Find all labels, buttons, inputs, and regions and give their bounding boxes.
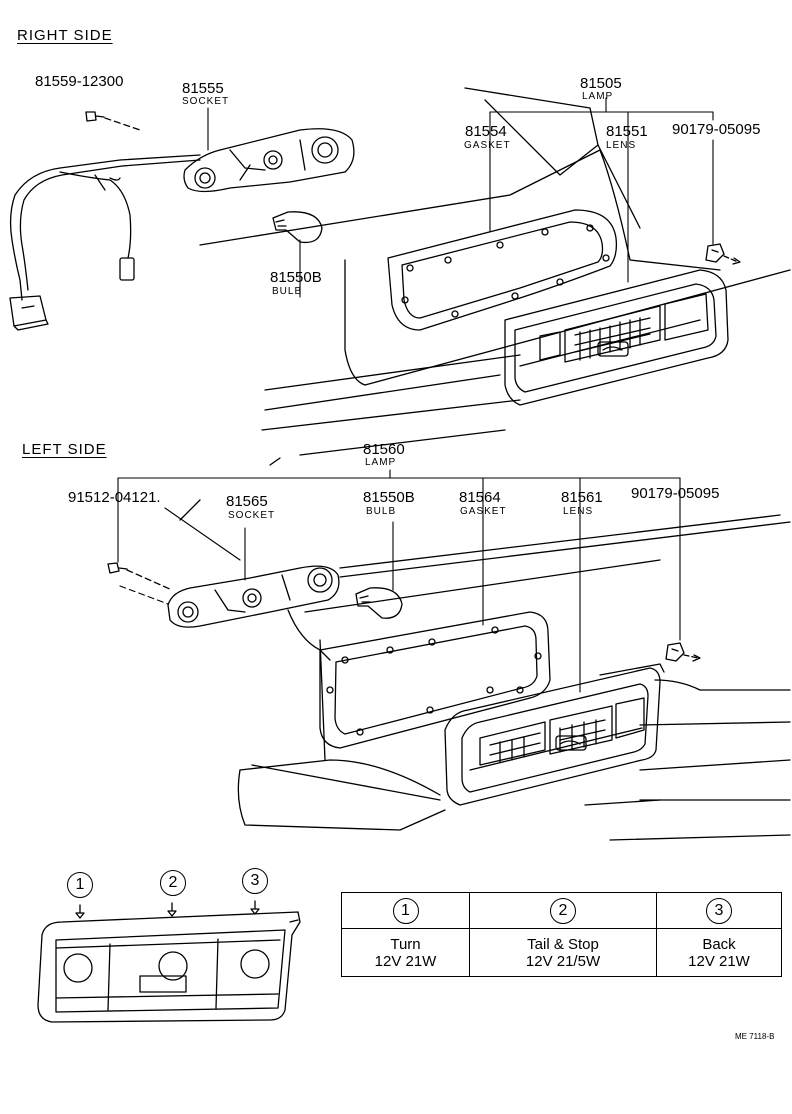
- bulb-socket-3: [240, 949, 270, 979]
- table-header-cell-3: 3: [656, 892, 782, 929]
- right-gasket-part-name: GASKET: [464, 140, 511, 151]
- right-gasket-part-number: 81554: [465, 123, 507, 140]
- bulb-socket-1: [63, 953, 93, 983]
- left-gasket-part-number: 81564: [459, 489, 501, 506]
- bulb-function: Turn: [390, 935, 421, 953]
- bulb-spec: 12V 21/5W: [525, 952, 601, 970]
- bulb-function: Back: [702, 935, 736, 953]
- right-screw-drawing: [85, 111, 141, 131]
- table-header-cell-1: 1: [341, 892, 470, 929]
- left-lens-part-number: 81561: [561, 489, 603, 506]
- left-side-heading: LEFT SIDE: [22, 441, 107, 458]
- table-cell-tail-stop: Tail & Stop 12V 21/5W: [469, 928, 657, 977]
- right-lens-part-number: 81551: [606, 123, 648, 140]
- right-bulb-part-number: 81550B: [270, 269, 322, 286]
- left-lens-part-name: LENS: [563, 506, 594, 517]
- left-lens-drawing: [444, 663, 665, 806]
- bulb-position-marker-2: 2: [160, 870, 186, 896]
- bulb-spec: 12V 21W: [374, 952, 437, 970]
- bulb-position-number: 3: [242, 868, 268, 894]
- right-socket-part-name: SOCKET: [182, 96, 230, 107]
- right-lens-part-name: LENS: [606, 140, 637, 151]
- left-bulb-part-name: BULB: [366, 506, 397, 517]
- left-gasket-part-name: GASKET: [460, 506, 507, 517]
- right-screw-part-number: 81559-12300: [35, 73, 124, 90]
- right-socket-part-number: 81555: [182, 80, 224, 97]
- table-row: Turn 12V 21W Tail & Stop 12V 21/5W Back …: [341, 928, 782, 977]
- table-cell-back: Back 12V 21W: [656, 928, 782, 977]
- table-header-cell-2: 2: [469, 892, 657, 929]
- right-bulb-part-name: BULB: [272, 286, 303, 297]
- left-body-outline: [179, 499, 791, 841]
- bulb-function: Tail & Stop: [527, 935, 599, 953]
- left-screw-drawing: [107, 562, 173, 591]
- left-gasket-drawing: [319, 611, 551, 749]
- right-side-heading: RIGHT SIDE: [17, 27, 113, 44]
- left-socket-part-name: SOCKET: [228, 510, 276, 521]
- left-nut-drawing: [665, 642, 701, 662]
- right-nut-part-number: 90179-05095: [672, 121, 761, 138]
- left-screw-part-number: 91512-04121.: [68, 489, 161, 506]
- left-lamp-part-name: LAMP: [365, 457, 397, 468]
- left-socket-drawing: [167, 565, 340, 628]
- bulb-position-marker-1: 1: [67, 872, 93, 898]
- table-cell-turn: Turn 12V 21W: [341, 928, 470, 977]
- right-lamp-part-name: LAMP: [582, 91, 614, 102]
- right-gasket-drawing: [387, 209, 618, 331]
- left-bulb-drawing: [355, 587, 403, 619]
- left-lamp-part-number: 81560: [363, 441, 405, 458]
- right-lens-drawing: [504, 269, 729, 406]
- right-nut-drawing: [705, 243, 741, 265]
- bulb-spec: 12V 21W: [688, 952, 750, 970]
- left-socket-part-number: 81565: [226, 493, 268, 510]
- left-bulb-part-number: 81550B: [363, 489, 415, 506]
- right-lamp-part-number: 81505: [580, 75, 622, 92]
- bulb-position-number: 1: [67, 872, 93, 898]
- drawing-code: ME 7118-B: [735, 1032, 775, 1041]
- bulb-position-diagram: [37, 900, 301, 1023]
- bulb-socket-2: [158, 951, 188, 981]
- right-socket-drawing: [183, 128, 355, 193]
- bulb-position-marker-3: 3: [242, 868, 268, 894]
- left-leader-lines: [117, 469, 681, 693]
- table-header-row: 1 2 3: [341, 892, 782, 929]
- bulb-spec-table: 1 2 3 Turn 12V 21W Tail & Stop 12V 21/5W…: [341, 892, 782, 977]
- left-nut-part-number: 90179-05095: [631, 485, 720, 502]
- right-leader-lines: [207, 97, 714, 298]
- right-wiring-harness: [9, 154, 201, 331]
- bulb-position-number: 2: [160, 870, 186, 896]
